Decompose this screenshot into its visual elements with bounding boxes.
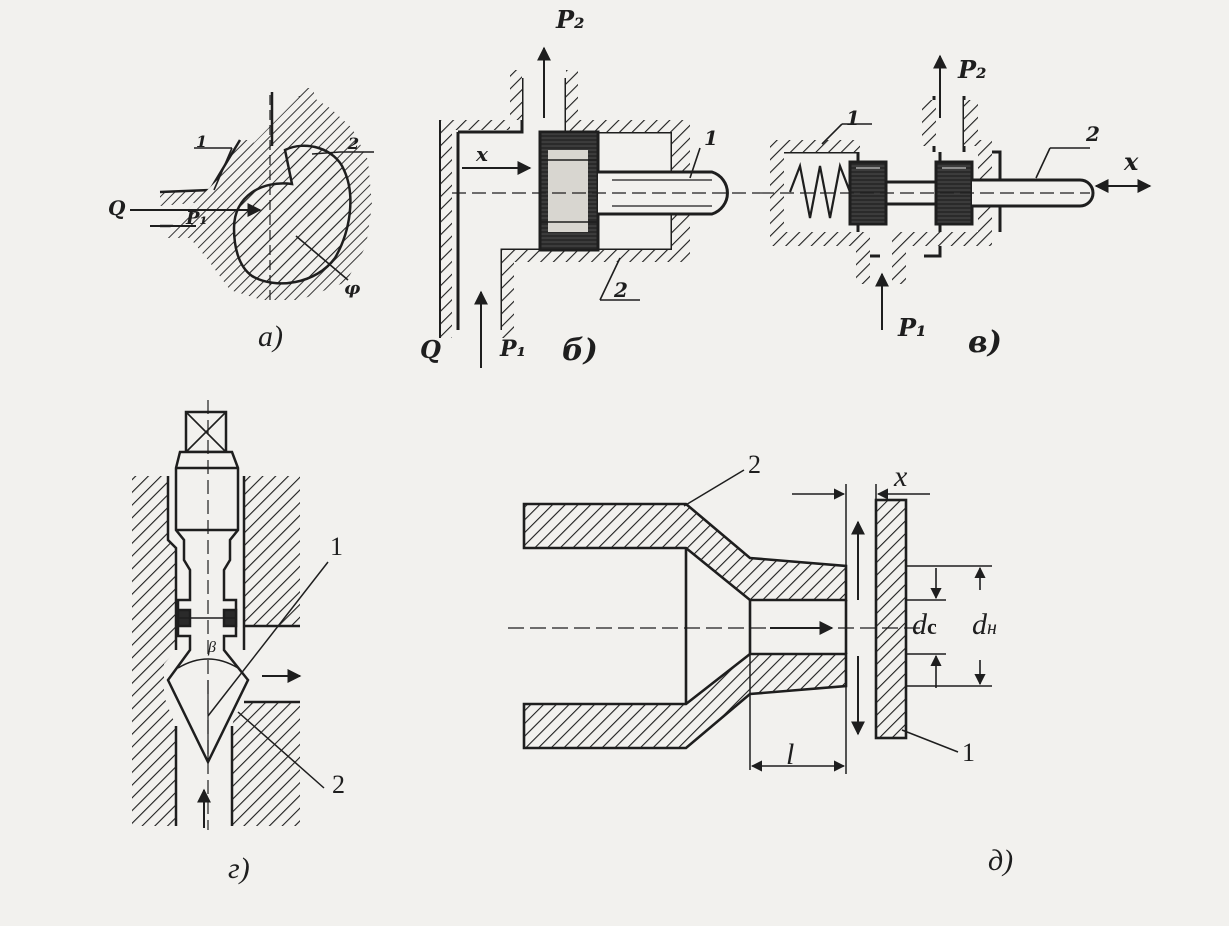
fig-v-p1-label: P₁ <box>898 313 927 342</box>
fig-d-caption: д) <box>988 844 1014 877</box>
fig-b-number-2: 2 <box>614 278 628 302</box>
fig-d-dc-symbol: d <box>912 608 927 641</box>
fig-b-x-label: x <box>476 142 488 166</box>
figure-v-spring-spool <box>760 54 1152 330</box>
figure-d-nozzle-flapper <box>508 469 992 774</box>
fig-d-x-label: x <box>894 460 908 493</box>
fig-v-x-label: x <box>1124 147 1139 176</box>
fig-b-caption: б) <box>562 333 598 368</box>
fig-b-p2-label: P₂ <box>556 5 585 34</box>
fig-a-number-2: 2 <box>348 134 360 153</box>
fig-b-number-1: 1 <box>704 126 718 150</box>
fig-d-l-label: l <box>786 738 795 771</box>
fig-v-p2-label: P₂ <box>958 55 987 84</box>
fig-d-number-2: 2 <box>748 450 761 479</box>
fig-b-q-label: Q <box>420 335 441 364</box>
fig-g-caption: г) <box>228 852 250 885</box>
fig-g-number-1: 1 <box>330 532 343 561</box>
fig-d-number-1: 1 <box>962 738 975 767</box>
fig-g-beta-label: β <box>208 639 216 656</box>
fig-d-dn-symbol: d <box>972 608 987 641</box>
fig-v-number-2: 2 <box>1086 122 1100 146</box>
figure-b-spool-valve <box>439 46 760 368</box>
fig-b-p1-label: P₁ <box>500 336 527 362</box>
fig-v-caption: в) <box>968 325 1002 360</box>
fig-a-p1-label: P₁ <box>186 208 208 229</box>
fig-d-dc-subscript: c <box>927 614 937 639</box>
fig-a-phi-label: φ <box>344 278 361 299</box>
fig-v-number-1: 1 <box>846 106 860 130</box>
fig-a-number-1: 1 <box>196 132 208 151</box>
fig-d-dc-label: dc <box>912 610 937 640</box>
fig-d-dn-subscript: н <box>987 617 997 639</box>
fig-a-caption: а) <box>258 320 283 353</box>
fig-a-q-label: Q <box>108 196 126 220</box>
fig-g-number-2: 2 <box>332 770 345 799</box>
figure-g-needle-valve <box>132 400 329 830</box>
figure-a-rotary-valve <box>130 88 374 300</box>
fig-d-dn-label: dн <box>972 610 997 640</box>
